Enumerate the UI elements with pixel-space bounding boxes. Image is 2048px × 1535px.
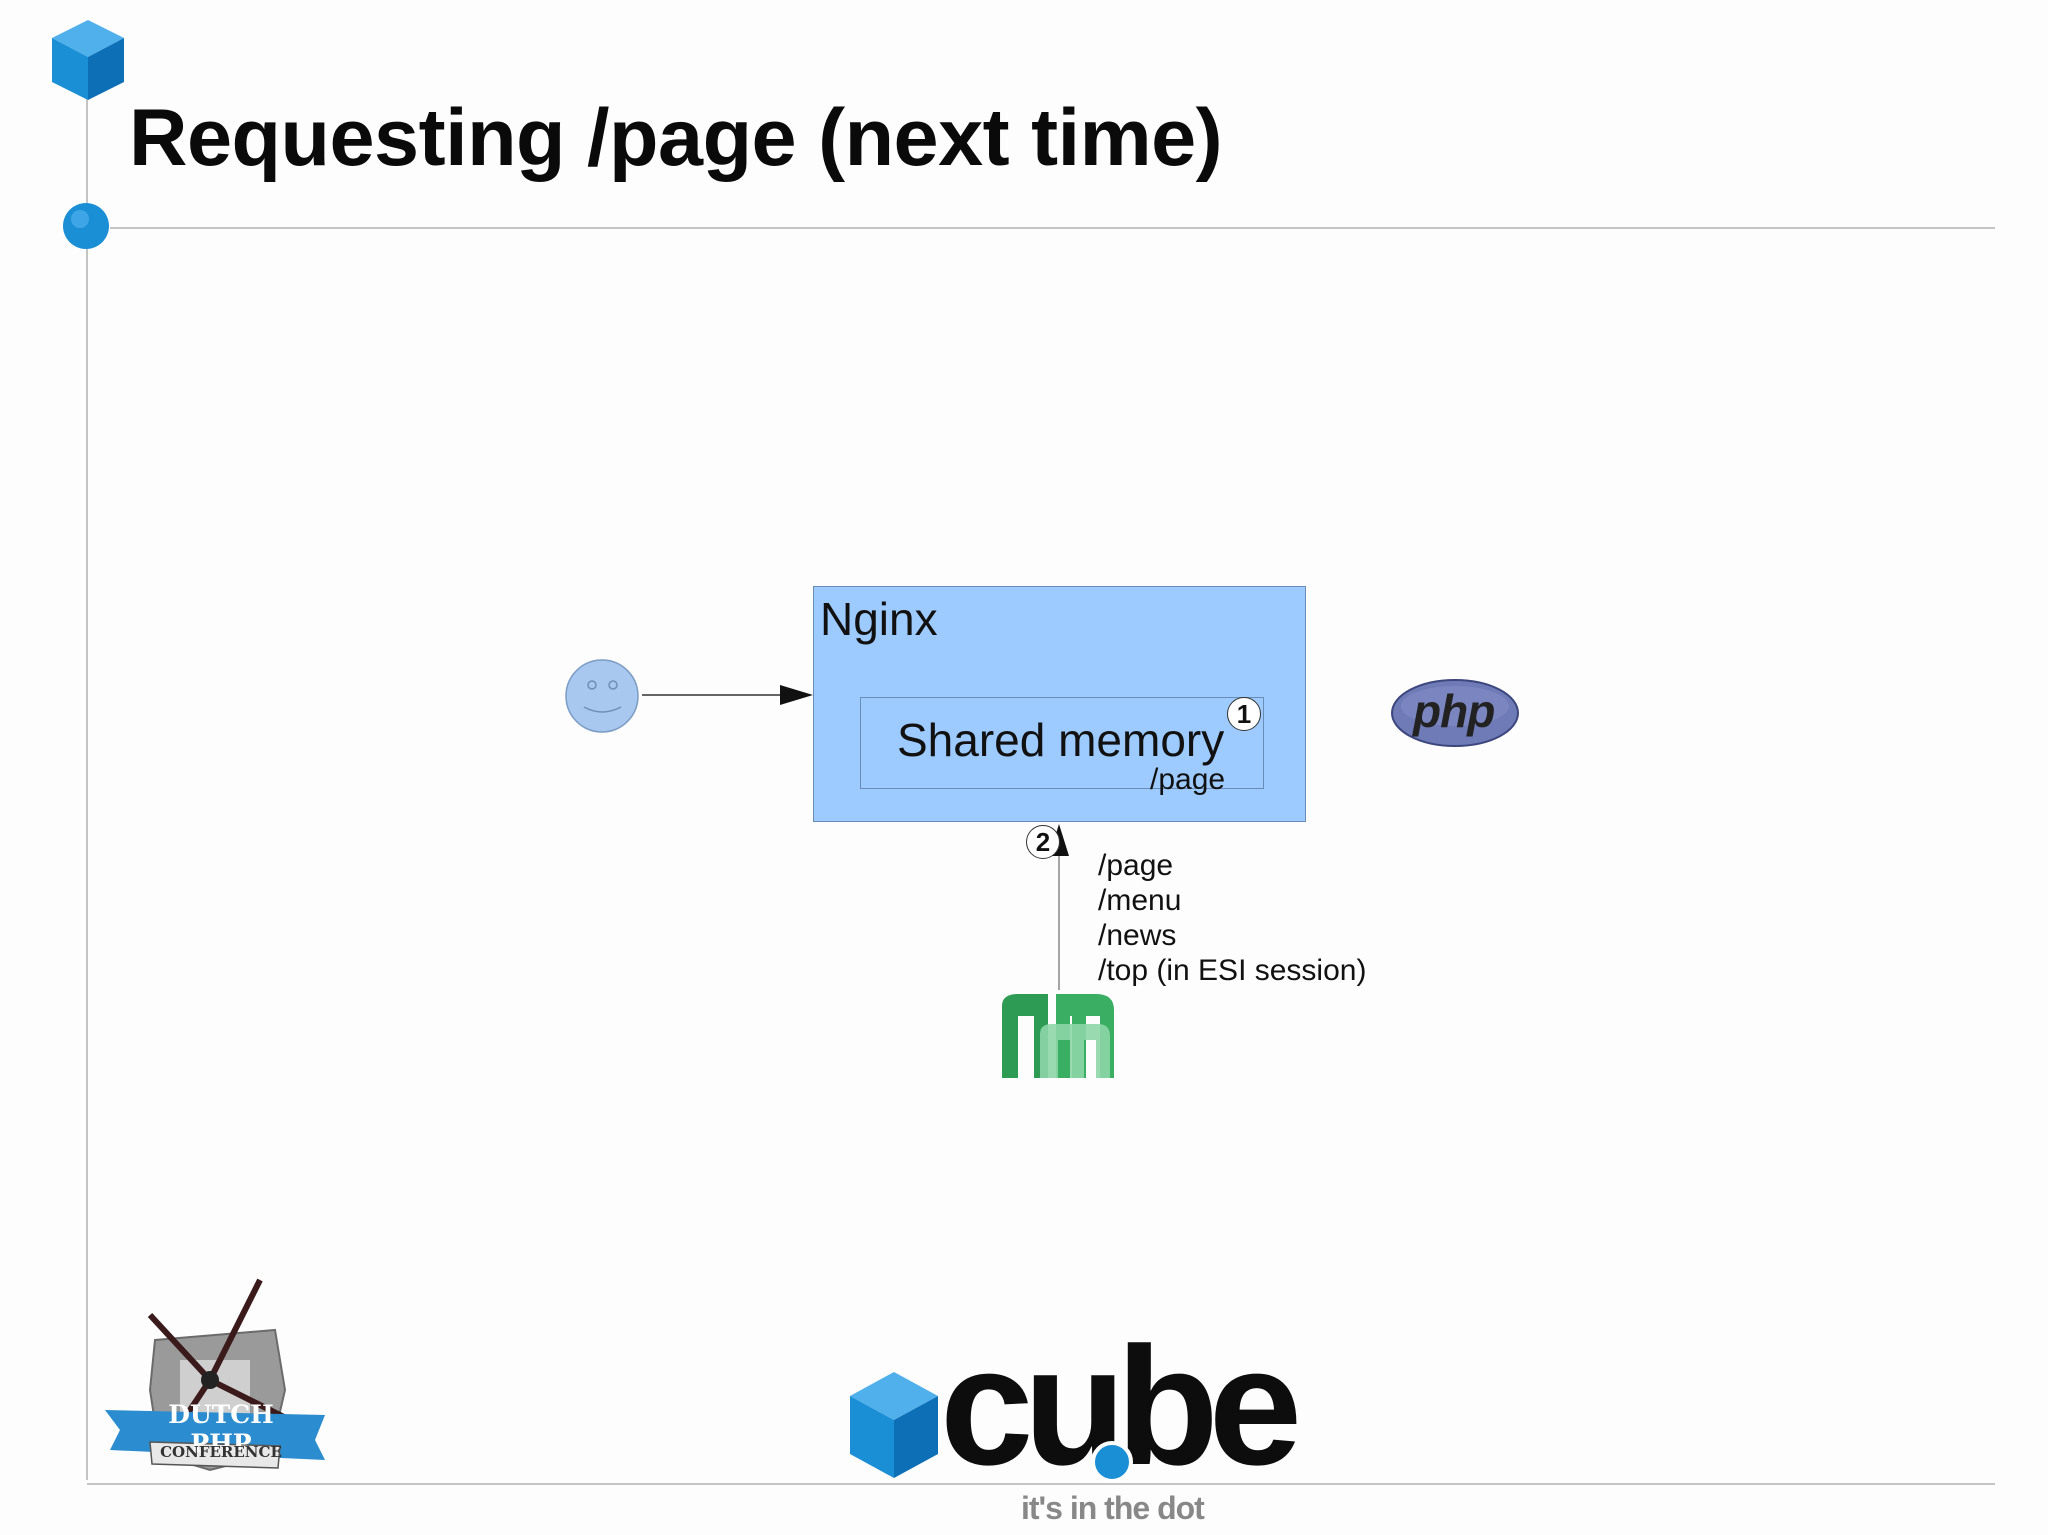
dutch-php-conference-logo — [105, 1278, 325, 1472]
shared-memory-entry: /page — [1150, 763, 1226, 796]
nginx-box — [813, 586, 1306, 822]
esi-entry-top: /top (in ESI session) — [1098, 954, 1367, 987]
cube-dot-icon — [1091, 1441, 1133, 1483]
step-1-badge: 1 — [1227, 697, 1261, 731]
php-logo-text: php — [1413, 685, 1495, 737]
esi-entry-page: /page — [1098, 849, 1174, 882]
conference-name-line2: CONFERENCE — [160, 1443, 282, 1461]
step-2-badge: 2 — [1026, 825, 1060, 859]
cube-logo-icon — [850, 1372, 938, 1478]
slide-title: Requesting /page (next time) — [129, 93, 1223, 183]
timeline-dot-icon — [63, 203, 109, 249]
shared-memory-box — [860, 697, 1264, 789]
esi-entry-menu: /menu — [1098, 884, 1182, 917]
php-logo-icon — [1391, 679, 1519, 747]
conference-name-line1: DUTCH PHP — [168, 1400, 274, 1458]
nginx-label: Nginx — [820, 593, 938, 645]
shared-memory-label: Shared memory — [897, 714, 1225, 766]
request-arrow — [642, 685, 813, 705]
esi-entry-news: /news — [1098, 919, 1177, 952]
cube-tagline: it's in the dot — [1021, 1490, 1205, 1526]
cube-corner-icon — [52, 20, 124, 100]
smiley-face-icon — [565, 659, 639, 733]
esi-entry-list: /page /menu /news /top (in ESI session) — [1098, 848, 1366, 988]
memcached-logo-icon — [1002, 994, 1114, 1078]
